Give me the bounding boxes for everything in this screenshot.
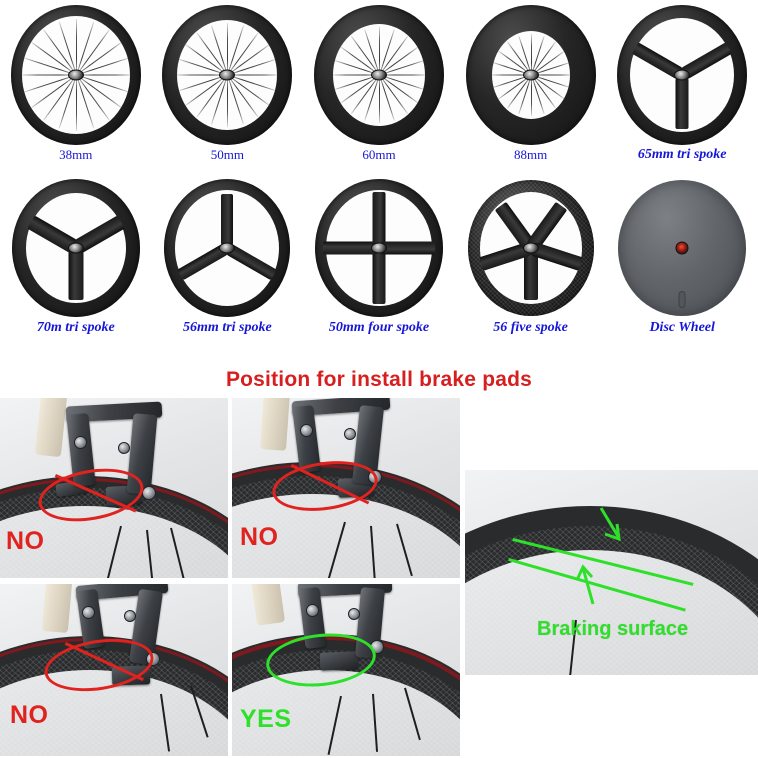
wheel-image-65mm-tri-spoke [612, 4, 752, 146]
verdict-label: NO [240, 523, 279, 551]
hub-icon [675, 241, 689, 255]
wheel-card-56mm-tri-spoke[interactable]: 56mm tri spoke [152, 177, 304, 347]
wheel-label-56-five-spoke: 56 five spoke [493, 320, 568, 335]
wheel-image-88mm [461, 4, 601, 146]
wheel-image-70m-tri-spoke [6, 177, 146, 319]
wheel-label-60mm: 60mm [362, 147, 396, 162]
brake-caliper [56, 400, 172, 508]
spoke-set [6, 4, 146, 146]
arrow-up-icon [575, 564, 595, 605]
wheel-card-56-five-spoke[interactable]: 56 five spoke [455, 177, 607, 347]
hub-icon [67, 69, 84, 81]
fork-leg [250, 584, 286, 626]
photo-braking-surface[interactable]: Braking surface [465, 470, 758, 675]
hub-icon [219, 69, 236, 81]
photo-brake-position-no-2[interactable]: NO [232, 398, 460, 578]
photo-brake-position-no-3[interactable]: NO [0, 584, 228, 756]
wheel-image-38mm [6, 4, 146, 146]
brake-caliper [280, 398, 398, 498]
verdict-label: NO [6, 527, 45, 555]
hub-icon [674, 69, 691, 81]
rim-red-stripe [232, 636, 460, 756]
spoke-set [6, 177, 146, 319]
wheel-card-38mm[interactable]: 38mm [0, 4, 152, 175]
wheel-label-50mm-four-spoke: 50mm four spoke [328, 320, 430, 335]
wheel-label-disc-wheel: Disc Wheel [649, 320, 715, 335]
wheel-label-38mm: 38mm [59, 147, 93, 162]
wheel-card-70m-tri-spoke[interactable]: 70m tri spoke [0, 177, 152, 347]
section-title: Position for install brake pads [225, 368, 533, 391]
valve-slot [678, 291, 686, 308]
wheel-image-disc-wheel [612, 177, 752, 319]
brake-caliper [66, 584, 176, 678]
wheel-image-50mm-four-spoke [309, 177, 449, 319]
spoke-set [309, 177, 449, 319]
wheel-label-70m-tri-spoke: 70m tri spoke [36, 320, 115, 335]
spoke-set [309, 4, 449, 146]
brake-pad-photo-grid: NO NO [0, 398, 758, 758]
photo-brake-position-yes[interactable]: YES [232, 584, 460, 756]
hub-icon [522, 69, 539, 81]
spoke-set [461, 177, 601, 319]
arrow-down-icon [599, 507, 621, 542]
spoke-set [612, 4, 752, 146]
brake-caliper [286, 584, 402, 672]
wheel-image-56-five-spoke [461, 177, 601, 319]
wheel-gallery-row-1: 38mm [0, 0, 758, 175]
spoke-set [461, 4, 601, 146]
verdict-label: NO [10, 701, 49, 729]
wheel-card-60mm[interactable]: 60mm [303, 4, 455, 175]
braking-surface-caption: Braking surface [537, 618, 689, 640]
hub-icon [67, 242, 84, 254]
hub-icon [370, 242, 387, 254]
wheel-card-50mm-four-spoke[interactable]: 50mm four spoke [303, 177, 455, 347]
verdict-label: YES [240, 705, 292, 733]
spoke-set [157, 4, 297, 146]
rim-red-stripe [0, 478, 228, 578]
wheel-gallery-row-2: 70m tri spoke 56mm tri spoke [0, 175, 758, 347]
wheel-card-88mm[interactable]: 88mm [455, 4, 607, 175]
hub-icon [219, 242, 236, 254]
hub-icon [522, 242, 539, 254]
wheel-label-56mm-tri-spoke: 56mm tri spoke [183, 320, 272, 335]
wheel-card-disc-wheel[interactable]: Disc Wheel [606, 177, 758, 347]
rim-red-stripe [232, 464, 460, 578]
wheel-label-88mm: 88mm [513, 147, 548, 162]
wheel-label-65mm-tri-spoke: 65mm tri spoke [637, 147, 727, 162]
wheel-image-60mm [309, 4, 449, 146]
wheel-card-50mm[interactable]: 50mm [152, 4, 304, 175]
rim-red-stripe [0, 638, 228, 756]
wheel-image-56mm-tri-spoke [157, 177, 297, 319]
hub-icon [370, 69, 387, 81]
wheel-card-65mm-tri-spoke[interactable]: 65mm tri spoke [606, 4, 758, 175]
wheel-label-50mm: 50mm [210, 147, 244, 162]
photo-brake-position-no-1[interactable]: NO [0, 398, 228, 578]
wheel-image-50mm [157, 4, 297, 146]
